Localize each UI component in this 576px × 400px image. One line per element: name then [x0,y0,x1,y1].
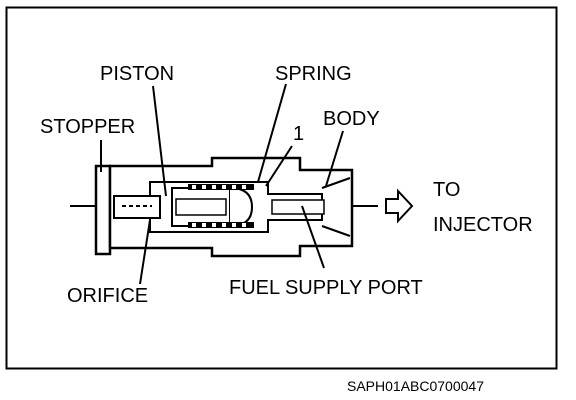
piston-head [229,187,254,227]
diagram-border [5,6,558,370]
body-outlet-flare [321,177,351,237]
spring [188,184,254,228]
label-body: BODY [323,108,380,130]
fuel-supply-port [271,199,325,215]
label-callout-1: 1 [293,123,304,145]
label-to: TO [433,179,460,201]
label-injector: INJECTOR [433,214,533,236]
leader-lines [100,83,344,285]
label-fuel-supply-port: FUEL SUPPLY PORT [229,277,423,299]
stopper-plate [94,164,112,256]
label-orifice: ORIFICE [67,285,148,307]
reference-code: SAPH01ABC0700047 [347,378,484,394]
flow-arrow-icon [385,188,414,224]
inner-bore [149,181,323,233]
label-piston: PISTON [100,63,174,85]
label-stopper: STOPPER [40,116,135,138]
label-spring: SPRING [275,63,352,85]
